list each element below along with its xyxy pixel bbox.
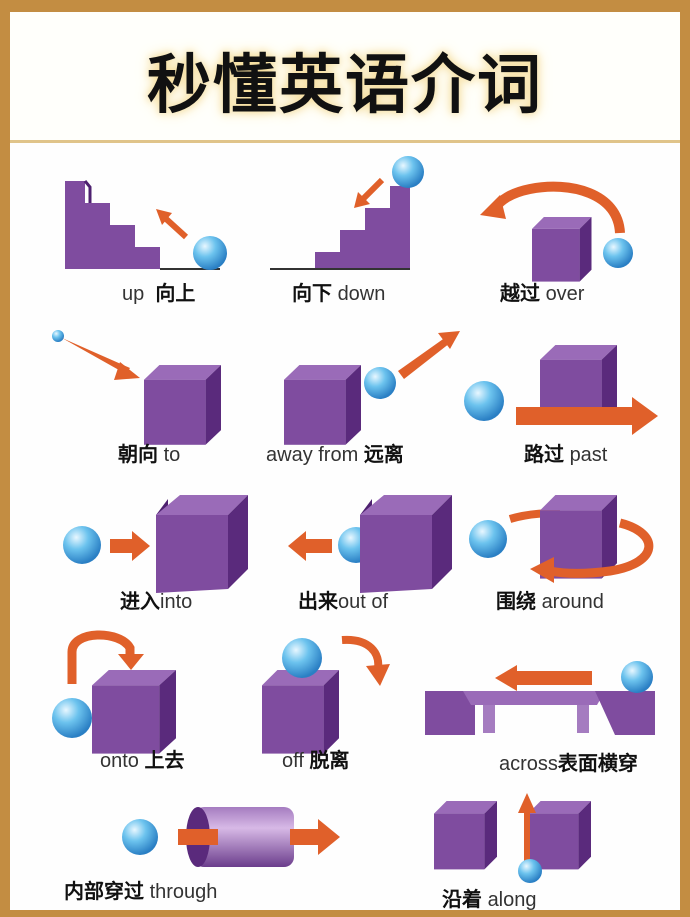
item-into: 进入into <box>60 493 260 613</box>
arrow-around-cube-icon <box>469 495 654 583</box>
label-off: off 脱离 <box>282 748 350 772</box>
stairs-up-icon <box>65 180 227 270</box>
ball-off-cube-icon <box>262 635 390 754</box>
label-onto: onto 上去 <box>100 748 185 772</box>
ball-across-bridge-icon <box>425 661 655 735</box>
label-away-from: away from 远离 <box>266 442 404 466</box>
label-across: across表面横穿 <box>499 751 638 775</box>
item-around: 围绕 around <box>460 483 670 613</box>
prepositions-grid: up 向上 向下 down 越过 over <box>10 143 680 913</box>
item-up: up 向上 <box>60 173 230 305</box>
item-out-of: 出来out of <box>280 493 480 613</box>
item-over: 越过 over <box>470 173 650 305</box>
arrow-through-tube-icon <box>122 807 340 867</box>
item-along: 沿着 along <box>430 783 630 913</box>
label-to: 朝向 to <box>118 442 181 466</box>
label-around: 围绕 around <box>496 589 604 613</box>
item-past: 路过 past <box>460 343 670 466</box>
arrow-to-cube-icon <box>52 330 221 445</box>
ball-onto-cube-icon <box>52 630 176 754</box>
ball-along-cubes-icon <box>434 793 591 883</box>
label-through: 内部穿过 through <box>64 879 218 903</box>
arrow-away-from-cube-icon <box>284 331 460 445</box>
header: 秒懂英语介词 <box>10 12 680 143</box>
poster-frame: 秒懂英语介词 up 向上 向下 down <box>10 12 680 913</box>
item-through: 内部穿过 through <box>50 793 350 913</box>
item-onto: onto 上去 <box>50 628 250 772</box>
arc-over-cube-icon <box>480 181 633 282</box>
item-to: 朝向 to <box>50 328 250 466</box>
stairs-down-icon <box>270 156 424 270</box>
label-over: 越过 over <box>500 281 585 305</box>
item-across: across表面横穿 <box>425 643 675 775</box>
page-title: 秒懂英语介词 <box>147 49 543 123</box>
ball-out-of-cube-icon <box>288 495 452 593</box>
arrow-past-cube-icon <box>464 345 658 435</box>
label-down: 向下 down <box>292 281 386 305</box>
label-past: 路过 past <box>524 442 608 466</box>
ball-into-cube-icon <box>63 495 248 593</box>
label-up: up 向上 <box>122 281 196 305</box>
item-down: 向下 down <box>270 156 440 305</box>
item-away-from: away from 远离 <box>250 323 470 466</box>
label-into: 进入into <box>120 589 193 613</box>
label-out-of: 出来out of <box>298 589 389 613</box>
label-along: 沿着 along <box>442 887 537 911</box>
item-off: off 脱离 <box>260 628 420 772</box>
